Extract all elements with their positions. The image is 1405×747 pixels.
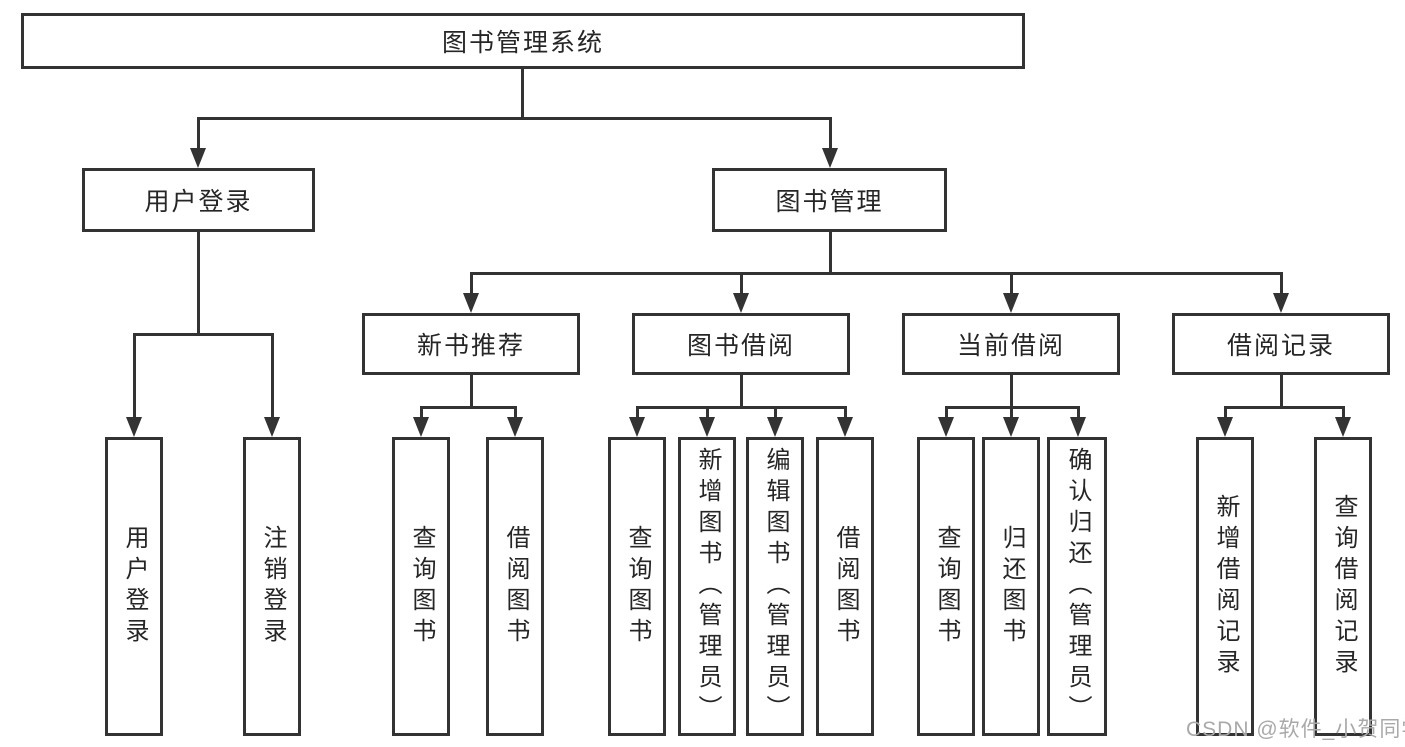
arrowhead-e1 xyxy=(1217,417,1233,437)
arrowhead-d1 xyxy=(938,417,954,437)
arrowhead-c2 xyxy=(699,417,715,437)
connector-root-stem xyxy=(521,69,524,118)
connector-records-split xyxy=(1224,406,1345,409)
connector-userlogin-stem xyxy=(197,232,200,335)
leaf-add-borrow-record: 新增借阅记录 xyxy=(1196,437,1254,736)
connector-current-stem xyxy=(1010,375,1013,409)
connector-newbook-split xyxy=(420,406,517,409)
node-new-book-recommend: 新书推荐 xyxy=(362,313,580,375)
arrowhead-c3 xyxy=(767,417,783,437)
leaf-query-borrow-record: 查询借阅记录 xyxy=(1314,437,1372,736)
arrowhead-leaf-user-login xyxy=(126,417,142,437)
leaf-edit-books-admin: 编辑图书（管理员） xyxy=(746,437,804,736)
leaf-query-books-current: 查询图书 xyxy=(917,437,975,736)
connector-mgmt-stem xyxy=(829,232,832,274)
arrowhead-b1 xyxy=(413,417,429,437)
node-user-login: 用户登录 xyxy=(82,168,315,232)
leaf-logout: 注销登录 xyxy=(243,437,301,736)
arrowhead-d3 xyxy=(1070,417,1086,437)
node-root: 图书管理系统 xyxy=(21,13,1025,69)
connector-stem-current-borrow xyxy=(1010,272,1013,296)
connector-stem-d3 xyxy=(1077,406,1080,419)
connector-stem-leaf-logout xyxy=(271,333,274,419)
node-borrow-records: 借阅记录 xyxy=(1172,313,1390,375)
connector-stem-c1 xyxy=(636,406,639,419)
connector-bookborrow-split xyxy=(636,406,847,409)
arrowhead-b2 xyxy=(507,417,523,437)
arrowhead-new-book xyxy=(463,293,479,313)
leaf-borrow-books-recommend: 借阅图书 xyxy=(486,437,544,736)
leaf-query-books-recommend: 查询图书 xyxy=(392,437,450,736)
connector-stem-user-login xyxy=(197,117,200,151)
connector-stem-b1 xyxy=(420,406,423,419)
connector-stem-c2 xyxy=(706,406,709,419)
node-book-management: 图书管理 xyxy=(712,168,947,232)
connector-root-split xyxy=(197,117,832,120)
leaf-user-login: 用户登录 xyxy=(105,437,163,736)
connector-stem-borrow-records xyxy=(1280,272,1283,296)
arrowhead-current-borrow xyxy=(1003,293,1019,313)
connector-stem-book-management xyxy=(829,117,832,151)
connector-records-stem xyxy=(1280,375,1283,409)
connector-stem-c3 xyxy=(774,406,777,419)
connector-bookborrow-stem xyxy=(740,375,743,409)
connector-userlogin-split xyxy=(133,333,274,336)
arrowhead-c4 xyxy=(837,417,853,437)
arrowhead-book-management xyxy=(822,148,838,168)
arrowhead-e2 xyxy=(1335,417,1351,437)
leaf-confirm-return-admin: 确认归还（管理员） xyxy=(1047,437,1107,736)
leaf-add-books-admin: 新增图书（管理员） xyxy=(678,437,736,736)
connector-stem-d2 xyxy=(1010,406,1013,419)
arrowhead-d2 xyxy=(1003,417,1019,437)
csdn-watermark: CSDN @软件_小贺同学 xyxy=(1186,718,1405,741)
connector-stem-d1 xyxy=(945,406,948,419)
connector-stem-b2 xyxy=(514,406,517,419)
arrowhead-c1 xyxy=(629,417,645,437)
arrowhead-leaf-logout xyxy=(264,417,280,437)
arrowhead-book-borrow xyxy=(733,293,749,313)
node-book-borrow: 图书借阅 xyxy=(632,313,850,375)
node-current-borrow: 当前借阅 xyxy=(902,313,1120,375)
connector-stem-e2 xyxy=(1342,406,1345,419)
connector-stem-c4 xyxy=(844,406,847,419)
leaf-borrow-books: 借阅图书 xyxy=(816,437,874,736)
connector-stem-book-borrow xyxy=(740,272,743,296)
connector-stem-e1 xyxy=(1224,406,1227,419)
connector-stem-new-book xyxy=(470,272,473,296)
leaf-return-books: 归还图书 xyxy=(982,437,1040,736)
leaf-query-books-borrow: 查询图书 xyxy=(608,437,666,736)
arrowhead-user-login xyxy=(190,148,206,168)
connector-mgmt-split xyxy=(470,272,1283,275)
arrowhead-borrow-records xyxy=(1273,293,1289,313)
connector-stem-leaf-user-login xyxy=(133,333,136,419)
connector-newbook-stem xyxy=(470,375,473,409)
